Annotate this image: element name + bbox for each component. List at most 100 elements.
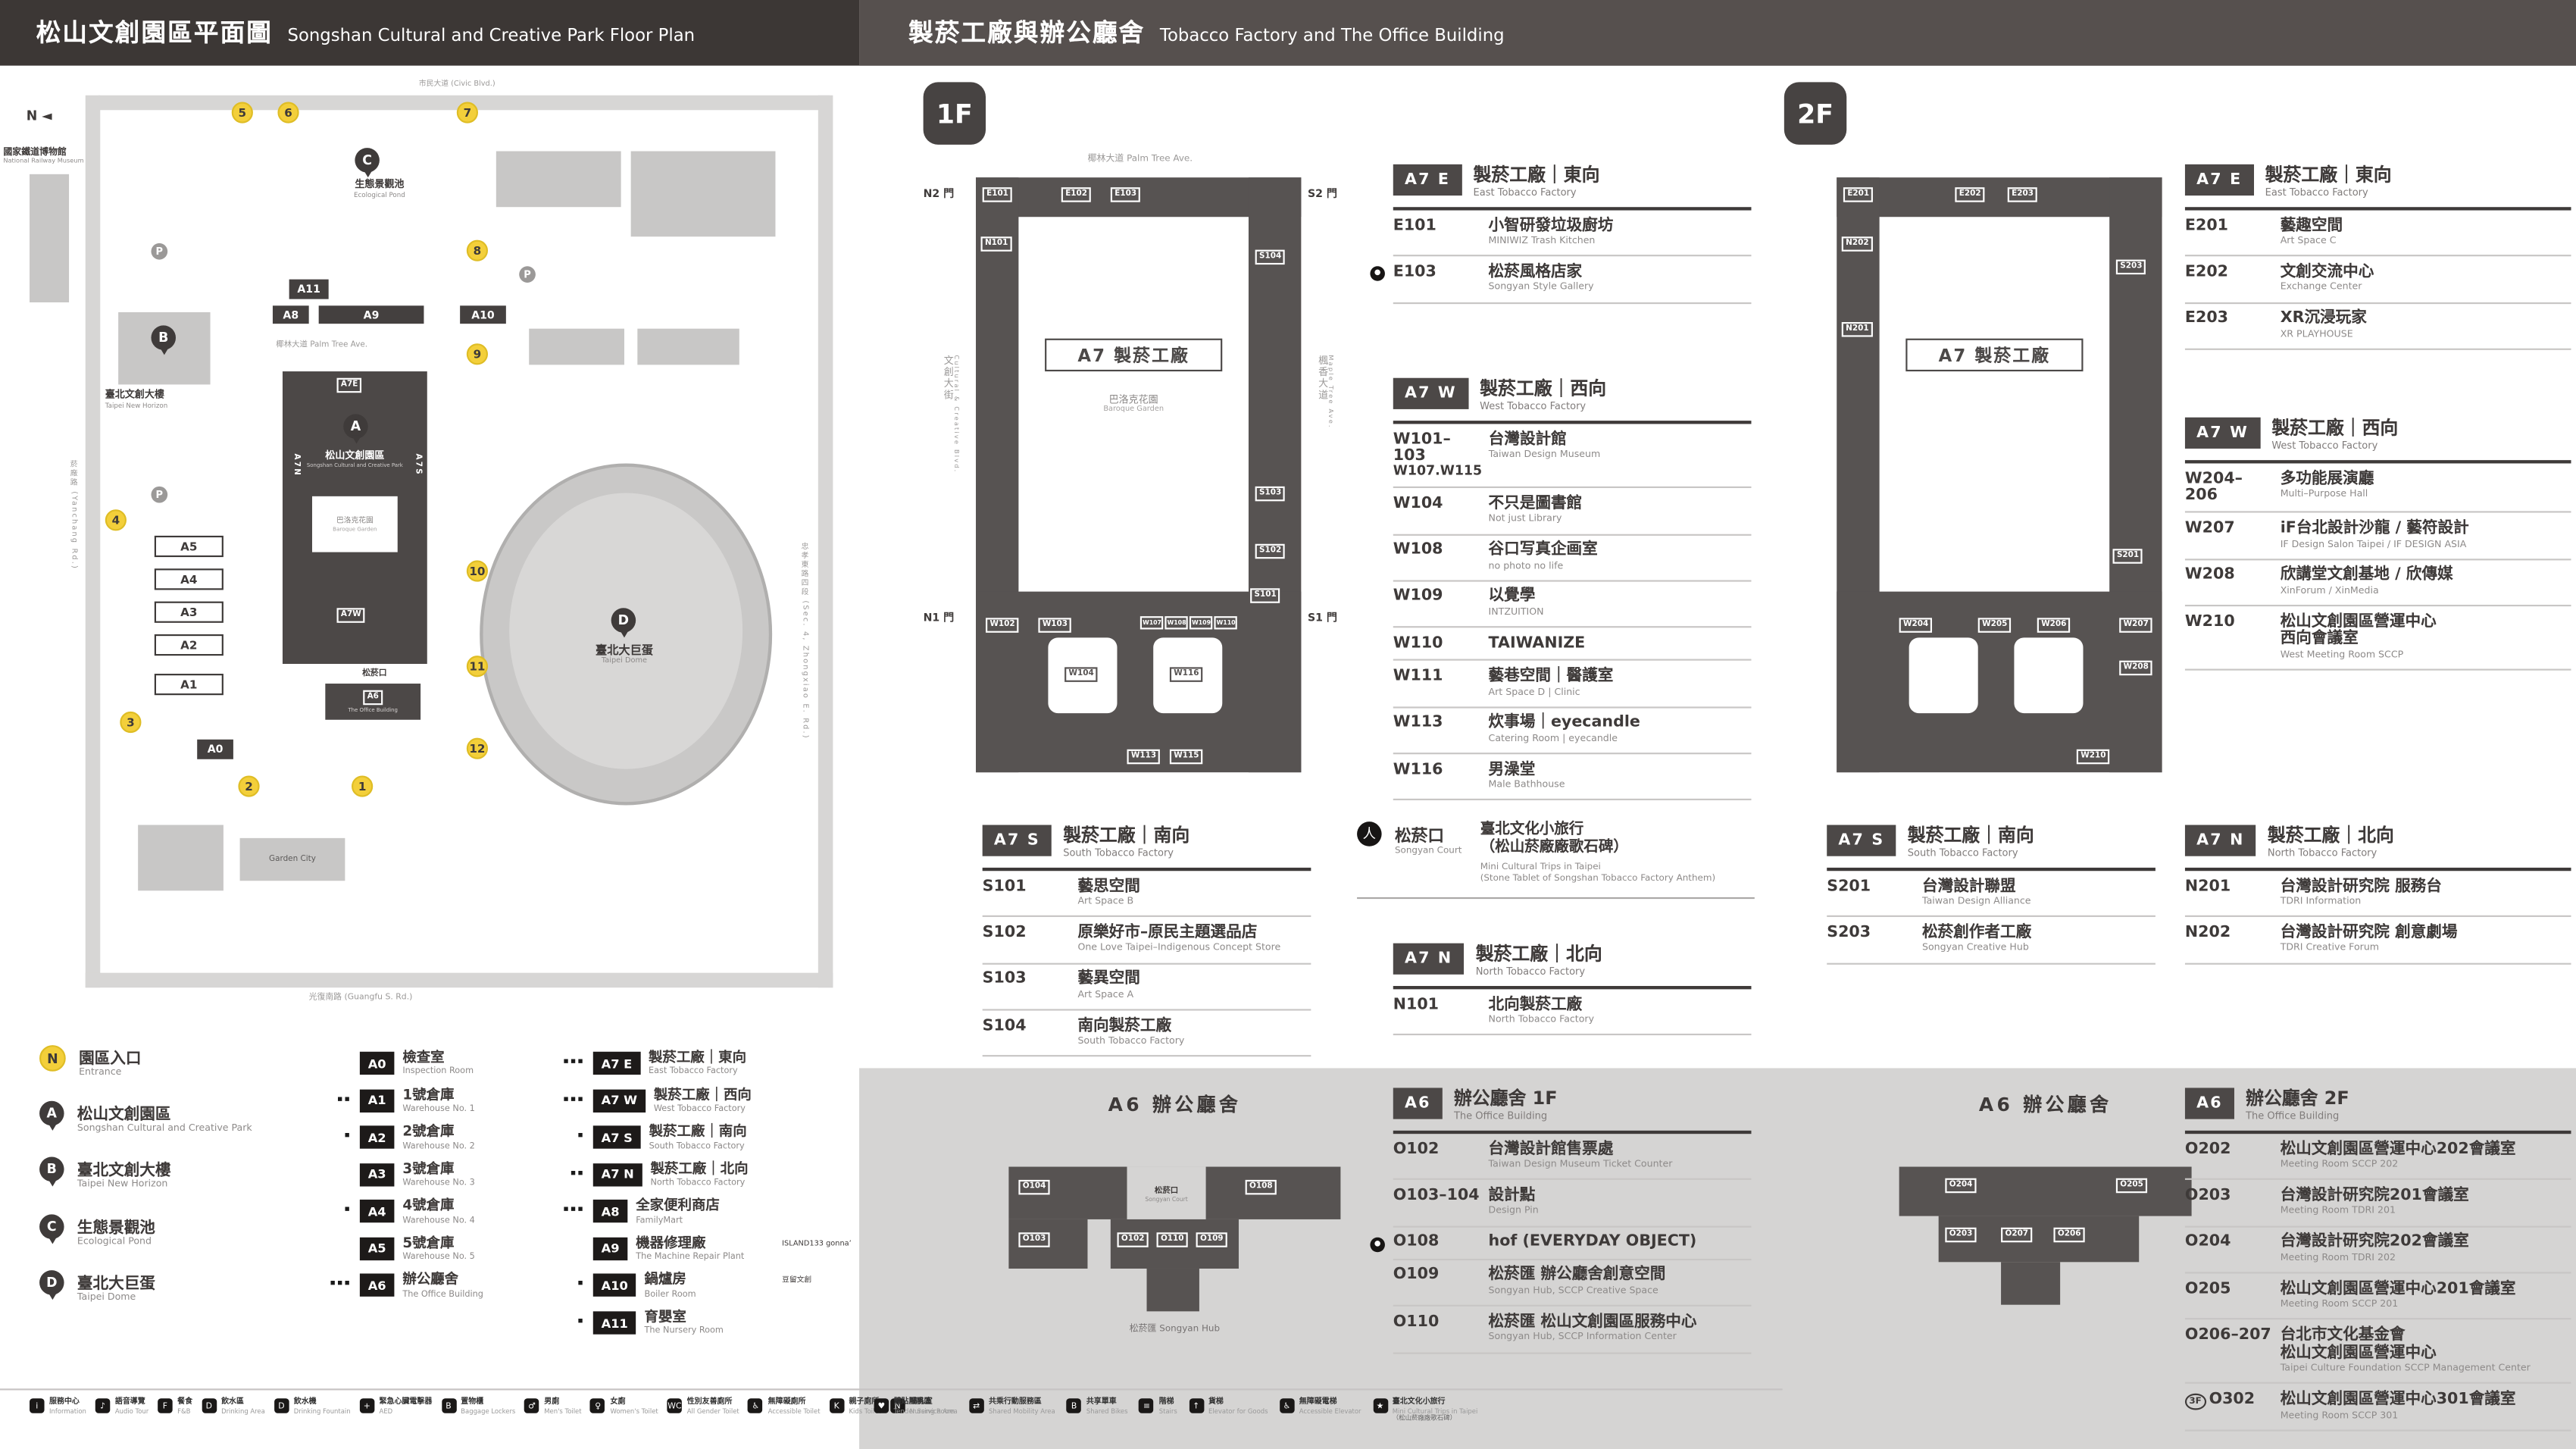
section-badge: A6 bbox=[2184, 1088, 2234, 1119]
map-block-a2: A2 bbox=[154, 634, 224, 656]
amenity-icons: ▪▪▪ bbox=[330, 1279, 352, 1290]
amenity-icon: B bbox=[441, 1398, 456, 1413]
room-label-o109: O109 bbox=[1196, 1232, 1227, 1247]
southwest-block bbox=[138, 825, 224, 891]
south-courtyard-2f-2 bbox=[2014, 637, 2084, 714]
room-label-s203: S203 bbox=[2115, 259, 2146, 275]
park-map: N ◄ 市民大道 (Civic Blvd.) 光復南路 (Guangfu S. … bbox=[0, 65, 860, 1006]
amenity-icon: ★ bbox=[1372, 1398, 1388, 1413]
gate-s1: S1 門 bbox=[1308, 611, 1337, 624]
map-block-a11: A11 bbox=[289, 279, 329, 299]
amenity-icon: ♿ bbox=[748, 1398, 764, 1413]
building-badge: A7 E bbox=[592, 1051, 641, 1075]
entrance-11: 11 bbox=[466, 656, 489, 678]
entrance-8: 8 bbox=[466, 239, 489, 261]
entrance-legend-icon: N bbox=[39, 1045, 66, 1072]
north-block-2 bbox=[630, 151, 776, 237]
new-horizon-label: 臺北文創大樓 Taipei New Horizon bbox=[105, 389, 168, 409]
street-label-yanchang: 菸廠路 (Yanchang Rd.) bbox=[69, 460, 77, 571]
street-guangfu-rd bbox=[85, 972, 833, 988]
walking-person-icon: 人 bbox=[1357, 822, 1382, 847]
street-label-guangfu: 光復南路 (Guangfu S. Rd.) bbox=[308, 992, 413, 1003]
amenity-icons: ▪▪ bbox=[570, 1168, 585, 1178]
map-pin-icon: A bbox=[39, 1101, 64, 1126]
room-label-e202: E202 bbox=[1955, 187, 1986, 202]
map-room-a6: A6 bbox=[363, 690, 383, 706]
legend-note: 豆留文創 bbox=[782, 1277, 812, 1286]
room-label-w206: W206 bbox=[2037, 618, 2071, 633]
amenity-icon: ♀ bbox=[590, 1398, 606, 1413]
building-badge: A0 bbox=[359, 1051, 395, 1075]
building-badge: A4 bbox=[359, 1200, 395, 1223]
amenity-icon: WC bbox=[667, 1398, 683, 1413]
street-label-cultural-blvd-en: Cultural & Creative Blvd. bbox=[952, 355, 961, 474]
office-bar-2f bbox=[1899, 1166, 2192, 1216]
map-room-a7n: A7N bbox=[291, 453, 300, 477]
entrance-12: 12 bbox=[466, 737, 489, 759]
north-wing-1f bbox=[976, 177, 1302, 218]
amenity-icon: N bbox=[889, 1398, 905, 1413]
entrance-3: 3 bbox=[120, 711, 142, 734]
street-zhongxiao-rd bbox=[818, 95, 833, 988]
building-badge: A7 N bbox=[592, 1163, 642, 1186]
room-label-w104: W104 bbox=[1064, 667, 1099, 682]
entrance-4: 4 bbox=[105, 509, 127, 531]
entrance-9: 9 bbox=[466, 343, 489, 365]
amenity-icons: ▪ bbox=[577, 1131, 585, 1141]
right-title-zh: 製菸工廠與辦公廳舍 bbox=[908, 17, 1146, 48]
building-badge: A5 bbox=[359, 1237, 395, 1260]
map-block-a10: A10 bbox=[460, 305, 506, 324]
amenity-icon: ♂ bbox=[524, 1398, 539, 1413]
map-block-a8: A8 bbox=[272, 305, 309, 324]
room-label-w210: W210 bbox=[2076, 749, 2110, 765]
left-title-en: Songshan Cultural and Creative Park Floo… bbox=[287, 26, 696, 46]
street-label-maple-ave-en: Maple Tree Ave. bbox=[1327, 355, 1336, 429]
building-badge: A8 bbox=[592, 1200, 628, 1223]
dome-annex-1 bbox=[529, 328, 624, 365]
map-pin-icon: C bbox=[39, 1213, 64, 1239]
entrance-1: 1 bbox=[352, 775, 374, 797]
amenity-icon: ♿ bbox=[1279, 1398, 1295, 1413]
amenity-icon: ♥ bbox=[874, 1398, 889, 1413]
pin-c-ecological-pond: C bbox=[355, 148, 380, 173]
room-label-s104: S104 bbox=[1255, 249, 1286, 265]
legend-note: ISLAND133 gonna’ bbox=[782, 1240, 852, 1249]
railway-museum-label: 國家鐵道博物館 National Railway Museum bbox=[3, 148, 84, 165]
office-plan-2f: O204 O205 O203 O207 O206 bbox=[1876, 1128, 2215, 1341]
office-mid-wing-1f bbox=[1110, 1219, 1239, 1269]
section-badge: A7 N bbox=[1393, 943, 1465, 975]
south-wing-2f bbox=[1837, 591, 2162, 773]
directory-row: ● O108 hof (EVERYDAY OBJECT) bbox=[1370, 1227, 1752, 1260]
building-badge: A7 S bbox=[592, 1125, 641, 1150]
amenity-icons: ▪ bbox=[344, 1131, 352, 1141]
entrance-5: 5 bbox=[231, 102, 253, 124]
